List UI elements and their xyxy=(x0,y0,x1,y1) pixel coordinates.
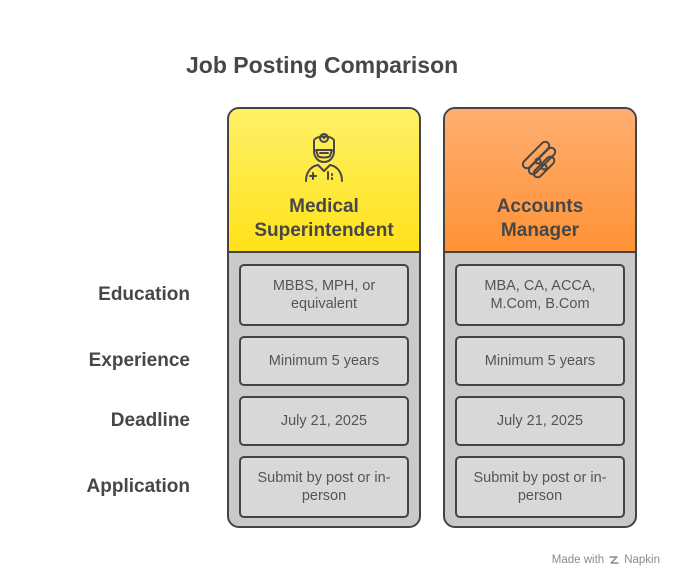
footer-attribution: Made with Napkin xyxy=(552,554,660,566)
page-title: Job Posting Comparison xyxy=(186,52,459,78)
row-label-application: Application xyxy=(86,476,190,497)
accounting-icon xyxy=(516,131,564,183)
cell-experience: Minimum 5 years xyxy=(455,336,625,386)
row-label-experience: Experience xyxy=(88,350,190,371)
doctor-icon xyxy=(300,131,348,183)
column-title-line2: Manager xyxy=(500,220,580,241)
column-title: Accounts Manager xyxy=(445,195,635,243)
column-medical-superintendent: Medical Superintendent MBBS, MPH, or equ… xyxy=(227,107,421,528)
cell-application: Submit by post or in-person xyxy=(455,456,625,518)
column-header: Medical Superintendent xyxy=(229,109,419,253)
cell-deadline: July 21, 2025 xyxy=(455,396,625,446)
column-header: Accounts Manager xyxy=(445,109,635,253)
column-title-line1: Medical xyxy=(289,196,359,217)
footer-brand: Napkin xyxy=(624,554,660,566)
footer-made-with: Made with xyxy=(551,554,605,566)
cell-deadline: July 21, 2025 xyxy=(239,396,409,446)
column-title-line2: Superintendent xyxy=(254,220,394,241)
napkin-logo-icon xyxy=(608,554,620,566)
cell-experience: Minimum 5 years xyxy=(239,336,409,386)
cell-education: MBA, CA, ACCA, M.Com, B.Com xyxy=(455,264,625,326)
cell-application: Submit by post or in-person xyxy=(239,456,409,518)
row-label-education: Education xyxy=(98,284,190,305)
column-title: Medical Superintendent xyxy=(229,195,419,243)
cell-education: MBBS, MPH, or equivalent xyxy=(239,264,409,326)
row-label-deadline: Deadline xyxy=(110,410,190,431)
column-accounts-manager: Accounts Manager MBA, CA, ACCA, M.Com, B… xyxy=(443,107,637,528)
column-title-line1: Accounts xyxy=(496,196,584,217)
